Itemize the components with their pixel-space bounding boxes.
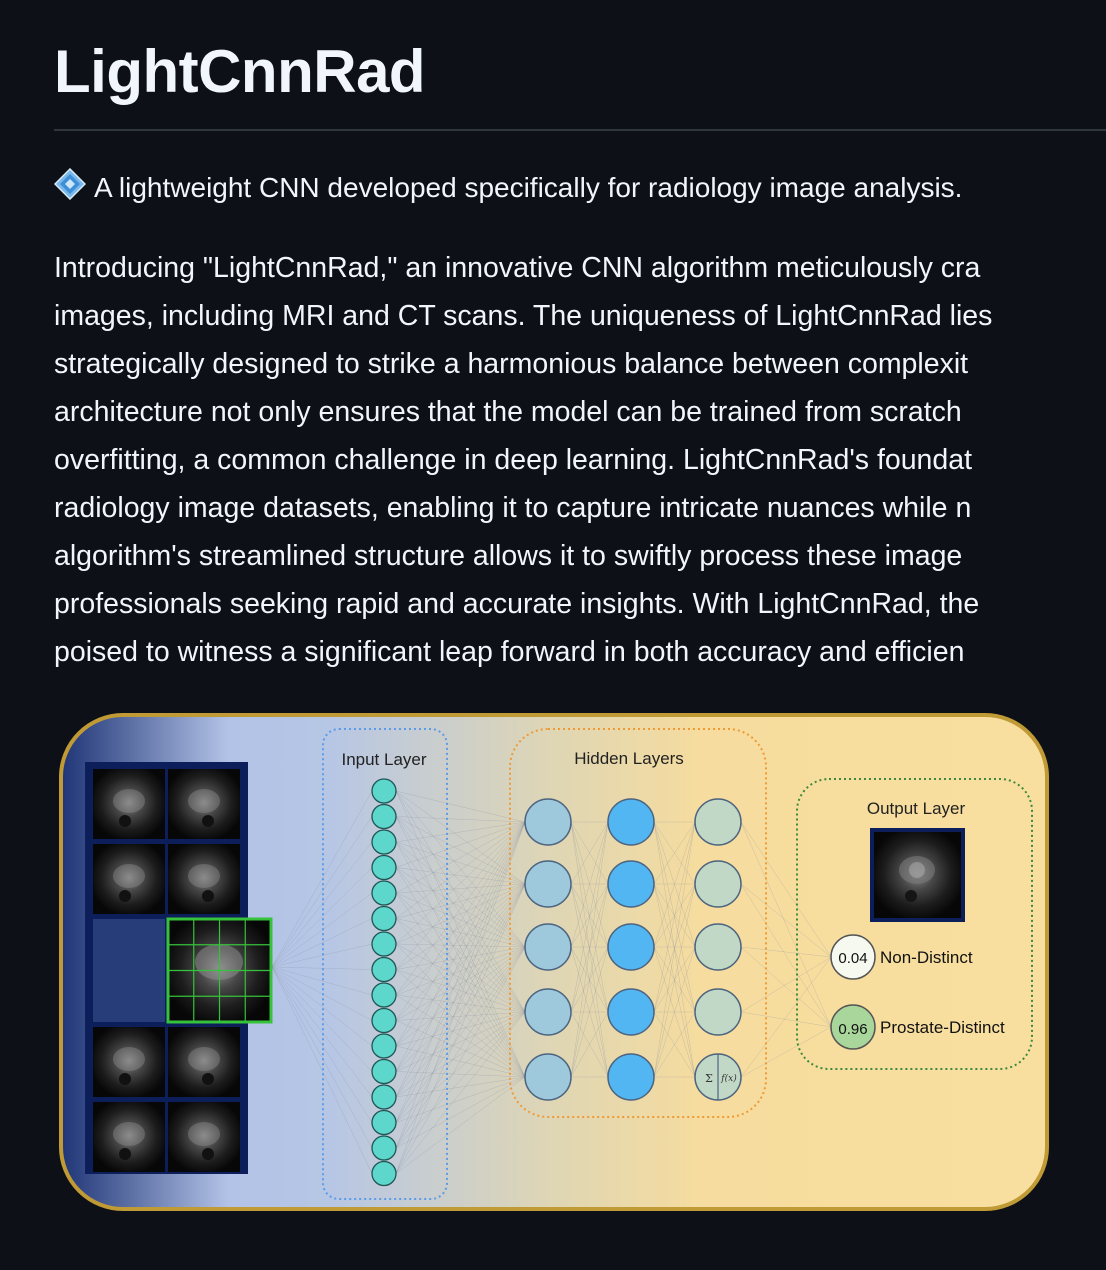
mri-slice-thumbnail xyxy=(168,1027,240,1097)
function-symbol: f(x) xyxy=(720,1073,737,1084)
output-node-non-distinct: 0.04 Non-Distinct xyxy=(830,934,973,980)
hidden-node xyxy=(607,1053,655,1101)
input-node xyxy=(371,1084,397,1110)
intro-line: overfitting, a common challenge in deep … xyxy=(54,444,973,476)
intro-line: images, including MRI and CT scans. The … xyxy=(54,300,993,332)
hidden-node xyxy=(524,860,572,908)
input-node xyxy=(371,1135,397,1161)
mri-slice-thumbnail xyxy=(93,1027,165,1097)
hidden-node xyxy=(694,798,742,846)
hidden-node xyxy=(607,798,655,846)
hidden-node xyxy=(607,923,655,971)
tagline: A lightweight CNN developed specifically… xyxy=(53,166,963,210)
output-layer: Output Layer 0.04 Non-Distinct 0.96 Pros… xyxy=(796,778,1033,1070)
input-node xyxy=(371,880,397,906)
activation-node: Σ f(x) xyxy=(694,1053,742,1101)
intro-line: poised to witness a significant leap for… xyxy=(54,636,965,668)
input-node xyxy=(371,905,397,932)
title-divider xyxy=(54,129,1106,131)
intro-line: strategically designed to strike a harmo… xyxy=(54,348,969,380)
mri-slice-thumbnail xyxy=(168,769,240,839)
hidden-node xyxy=(694,923,742,971)
mri-slice-thumbnail xyxy=(93,844,165,914)
tagline-text: A lightweight CNN developed specifically… xyxy=(94,172,963,203)
hidden-layers-label: Hidden Layers xyxy=(574,749,684,768)
input-node xyxy=(371,982,397,1008)
hidden-node xyxy=(607,860,655,908)
output-mri-image xyxy=(870,828,965,922)
architecture-diagram: Input Layer Hidden Layers Σ f(x) Output … xyxy=(59,713,1049,1211)
intro-line: radiology image datasets, enabling it to… xyxy=(54,492,972,524)
hidden-node xyxy=(524,1053,572,1101)
input-layer-label: Input Layer xyxy=(341,750,426,769)
sparkle-diamond-icon xyxy=(53,167,87,201)
page-title: LightCnnRad xyxy=(54,38,426,105)
mri-slice-thumbnail xyxy=(168,844,240,914)
output-value: 0.04 xyxy=(838,950,867,967)
input-layer-box xyxy=(322,728,448,1200)
output-label: Non-Distinct xyxy=(880,948,973,967)
output-value: 0.96 xyxy=(838,1021,867,1038)
output-layer-box xyxy=(796,778,1033,1070)
input-node xyxy=(371,803,397,830)
hidden-layers-box xyxy=(509,728,767,1118)
intro-line: professionals seeking rapid and accurate… xyxy=(54,588,980,620)
input-node xyxy=(371,1007,397,1034)
output-label: Prostate-Distinct xyxy=(880,1018,1005,1037)
input-node xyxy=(371,854,397,881)
intro-paragraph: Introducing "LightCnnRad," an innovative… xyxy=(54,244,1106,676)
input-node xyxy=(371,956,397,983)
input-node xyxy=(371,1058,397,1085)
sigma-symbol: Σ xyxy=(705,1072,713,1085)
input-node xyxy=(371,1160,397,1187)
network-connections xyxy=(271,790,832,1174)
mri-slice-thumbnail xyxy=(93,769,165,839)
input-layer: Input Layer xyxy=(322,728,448,1200)
intro-line: architecture not only ensures that the m… xyxy=(54,396,962,428)
hidden-layers: Hidden Layers Σ f(x) xyxy=(509,728,767,1118)
hidden-node xyxy=(694,988,742,1036)
mri-slice-stack xyxy=(85,762,273,1174)
hidden-node xyxy=(694,860,742,908)
mri-slot xyxy=(93,919,165,1022)
mri-highlighted-patch xyxy=(166,917,273,1024)
intro-line: algorithm's streamlined structure allows… xyxy=(54,540,963,572)
hidden-node xyxy=(607,988,655,1036)
input-node xyxy=(371,1109,397,1136)
input-node xyxy=(371,778,397,804)
hidden-node xyxy=(524,923,572,971)
input-node xyxy=(371,931,397,957)
input-node xyxy=(371,829,397,855)
mri-slice-thumbnail xyxy=(168,1102,240,1172)
intro-line: Introducing "LightCnnRad," an innovative… xyxy=(54,252,981,284)
output-node-prostate-distinct: 0.96 Prostate-Distinct xyxy=(830,1004,1005,1050)
output-layer-label: Output Layer xyxy=(867,799,966,818)
hidden-node xyxy=(524,798,572,846)
mri-slice-thumbnail xyxy=(93,1102,165,1172)
hidden-node xyxy=(524,988,572,1036)
input-node xyxy=(371,1033,397,1059)
